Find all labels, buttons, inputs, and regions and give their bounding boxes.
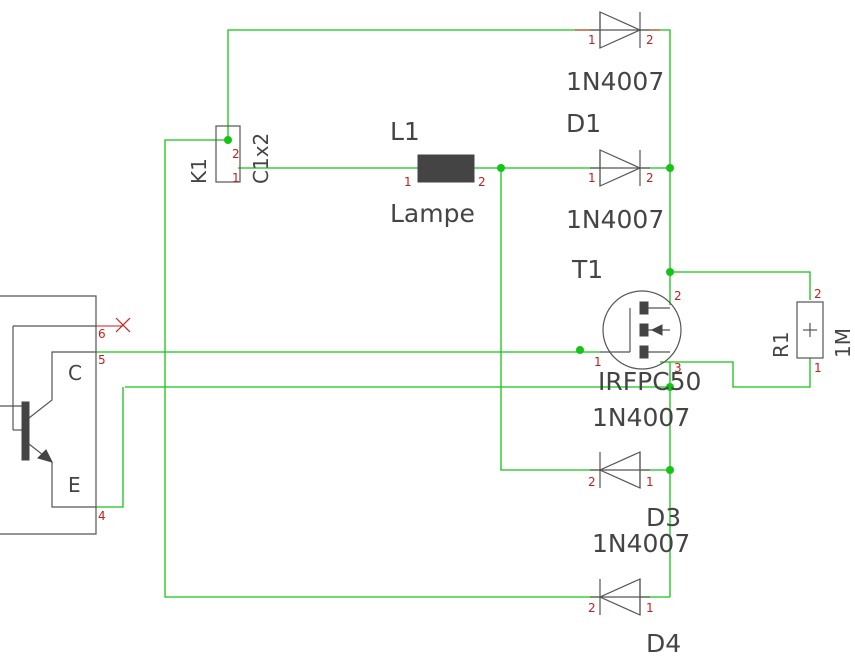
transistor-q1-outline bbox=[0, 295, 97, 535]
diode-d1-pin1: 1 bbox=[588, 33, 596, 47]
connector-k1-value: C1x2 bbox=[249, 133, 273, 184]
connector-k1[interactable]: 2 1 K1 C1x2 bbox=[187, 125, 273, 185]
mosfet-t1-pin3: 3 bbox=[674, 361, 682, 375]
lamp-l1-value: Lampe bbox=[390, 199, 475, 228]
transistor-q1-pin-c: C bbox=[68, 361, 82, 385]
resistor-r1-pin1: 1 bbox=[814, 361, 822, 375]
junction-dot bbox=[666, 164, 674, 172]
transistor-q1-pin5: 5 bbox=[98, 353, 106, 367]
diode-d2-pin2: 2 bbox=[646, 171, 654, 185]
diode-d2-pin1: 1 bbox=[588, 171, 596, 185]
diode-d3-pin1: 1 bbox=[646, 475, 654, 489]
transistor-q1-pin4: 4 bbox=[98, 509, 106, 523]
mosfet-t1-pin2: 2 bbox=[674, 289, 682, 303]
diode-d3-pin2: 2 bbox=[588, 475, 596, 489]
diode-d2[interactable]: 1 2 1N4007 bbox=[566, 149, 664, 234]
mosfet-t1-body bbox=[602, 290, 682, 370]
junctions bbox=[224, 136, 674, 474]
lamp-l1-body bbox=[417, 154, 475, 183]
lamp-l1[interactable]: 1 2 L1 Lampe bbox=[390, 117, 486, 228]
mosfet-t1[interactable]: 2 1 3 T1 IRFPC50 bbox=[571, 255, 701, 396]
diode-d4-pin1: 1 bbox=[646, 601, 654, 615]
wire-k1-to-d1[interactable] bbox=[227, 29, 600, 140]
wire-r1-to-q1-emitter[interactable] bbox=[660, 358, 811, 388]
diode-d4-pin2: 2 bbox=[588, 601, 596, 615]
diode-d2-value: 1N4007 bbox=[566, 205, 664, 234]
diode-d3-ref: D3 bbox=[646, 503, 681, 532]
junction-dot bbox=[497, 164, 505, 172]
transistor-q1-pin-e: E bbox=[68, 473, 81, 497]
lamp-l1-ref: L1 bbox=[390, 117, 420, 146]
resistor-r1-ref: R1 bbox=[769, 331, 793, 358]
junction-dot bbox=[224, 136, 232, 144]
connector-k1-pin2: 2 bbox=[232, 147, 240, 161]
connector-k1-pin1: 1 bbox=[232, 171, 240, 185]
resistor-r1-pin2: 2 bbox=[814, 287, 822, 301]
transistor-q1[interactable]: C E 6 5 4 bbox=[0, 295, 131, 535]
wire-k1-to-d4[interactable] bbox=[164, 139, 600, 598]
wire-d1-cathode-rail[interactable] bbox=[640, 29, 671, 168]
diode-d2-value-lower: 1N4007 bbox=[592, 403, 690, 432]
diode-d3-value: 1N4007 bbox=[592, 529, 690, 558]
wire-rail-to-r1[interactable] bbox=[670, 271, 811, 300]
junction-dot bbox=[666, 466, 674, 474]
mosfet-t1-ref: T1 bbox=[571, 255, 603, 284]
resistor-r1-body bbox=[796, 301, 824, 359]
wire-q1-emitter-pin[interactable] bbox=[96, 387, 124, 508]
diode-d3[interactable]: 2 1 1N4007 D3 1N4007 bbox=[588, 403, 690, 558]
wire-lamp-node-to-d3[interactable] bbox=[500, 168, 600, 471]
diode-d4-ref: D4 bbox=[646, 629, 681, 658]
junction-dot bbox=[666, 383, 674, 391]
diode-d1-ref: D1 bbox=[566, 109, 601, 138]
transistor-q1-pin6: 6 bbox=[98, 327, 106, 341]
diode-d1[interactable]: 1 2 1N4007 D1 bbox=[566, 11, 664, 138]
resistor-r1[interactable]: 2 1 R1 1M bbox=[769, 287, 855, 375]
diode-d1-value: 1N4007 bbox=[566, 67, 664, 96]
connector-k1-ref: K1 bbox=[187, 158, 211, 184]
diode-d1-pin2: 2 bbox=[646, 33, 654, 47]
diode-d4[interactable]: 2 1 D4 bbox=[588, 578, 681, 658]
lamp-l1-pin1: 1 bbox=[404, 175, 412, 189]
connector-k1-body bbox=[215, 125, 241, 183]
junction-dot bbox=[576, 346, 584, 354]
wires bbox=[96, 29, 811, 598]
resistor-r1-value: 1M bbox=[831, 328, 855, 358]
mosfet-t1-value: IRFPC50 bbox=[598, 367, 701, 396]
junction-dot bbox=[666, 268, 674, 276]
mosfet-t1-pin1: 1 bbox=[594, 355, 602, 369]
lamp-l1-pin2: 2 bbox=[478, 175, 486, 189]
